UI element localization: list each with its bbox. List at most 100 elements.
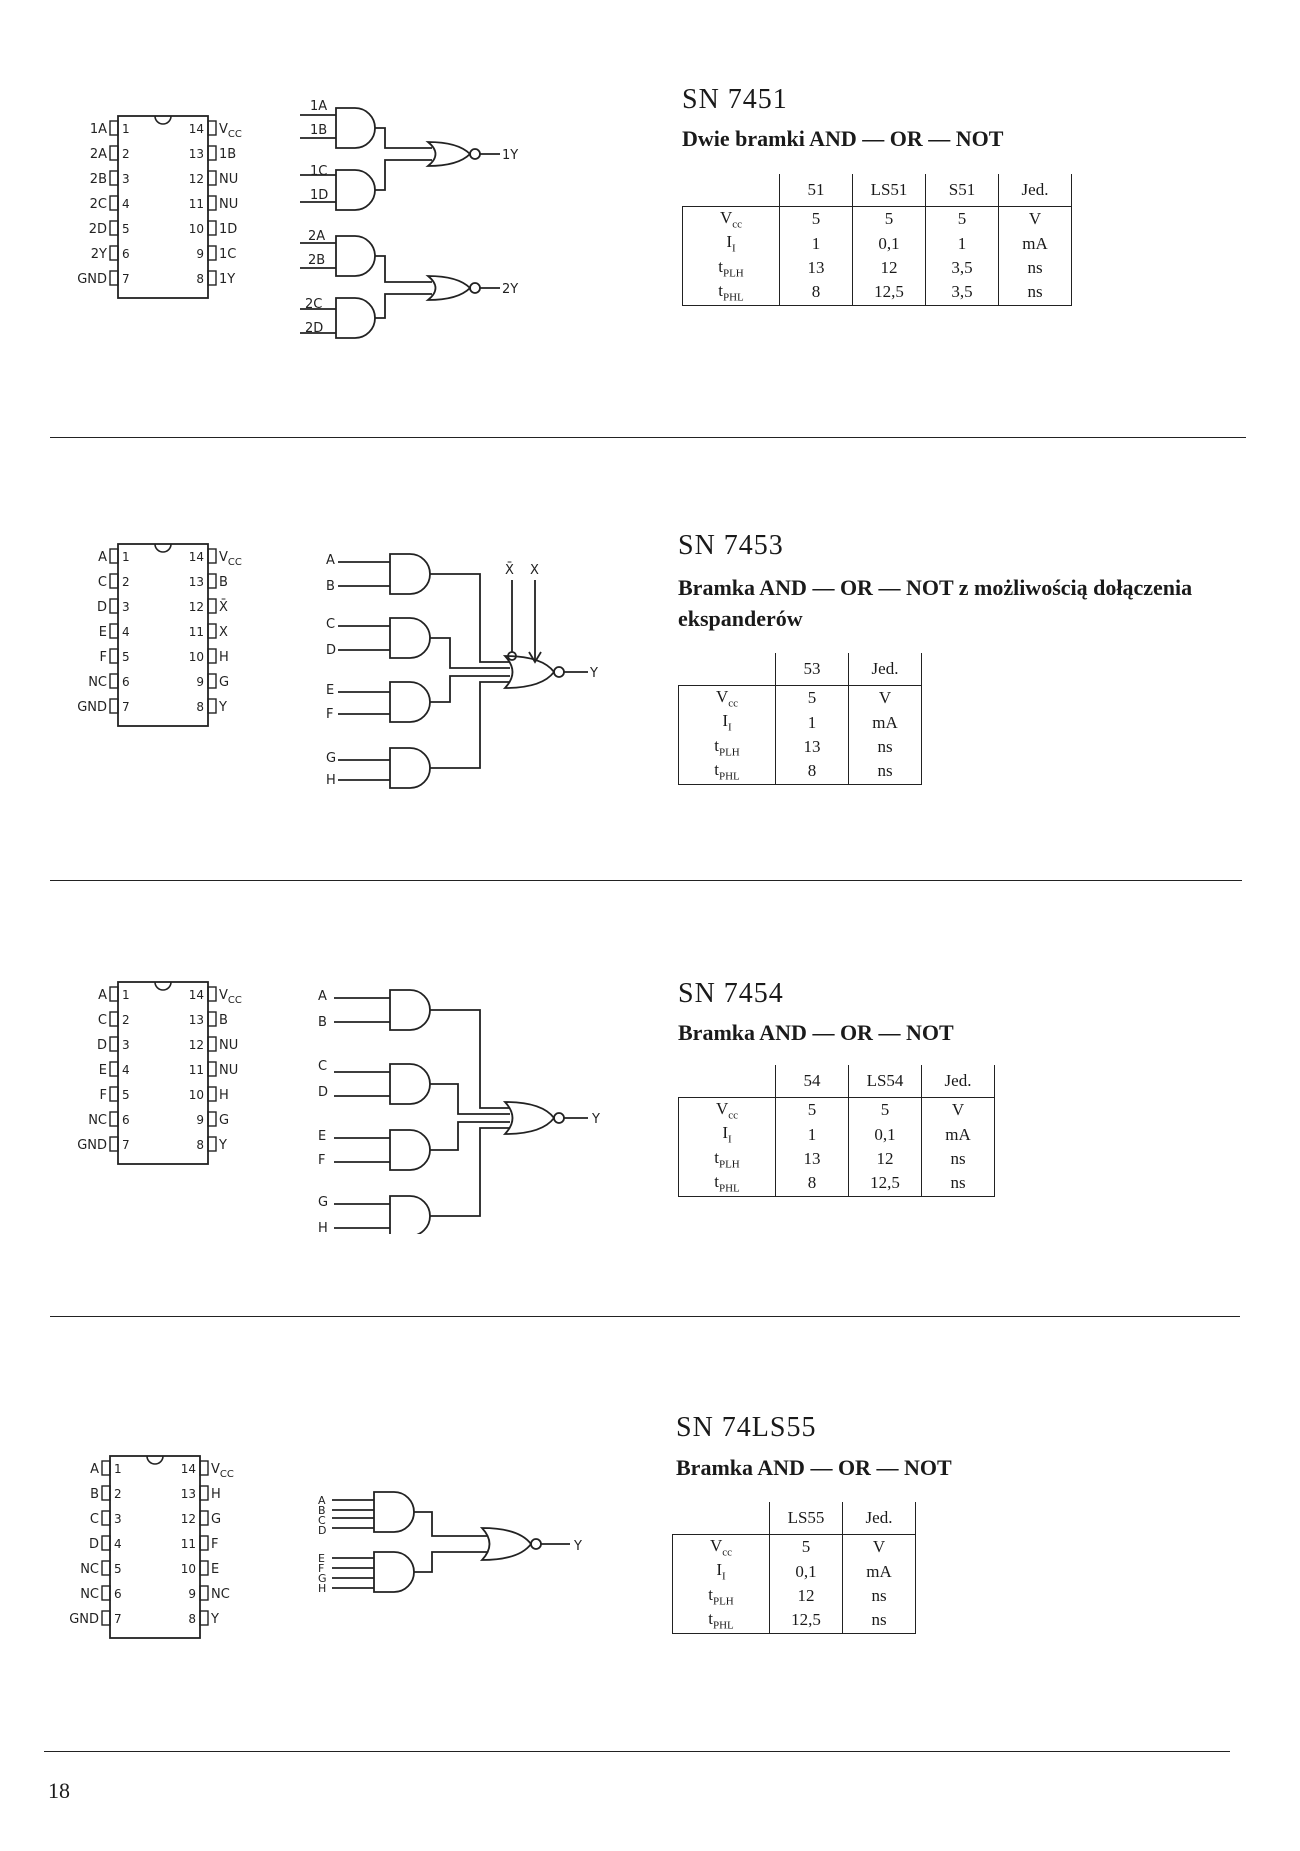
logic-diagram: 1A 1B 1C 1D 2A 2B 2C 2D 1Y 2Y xyxy=(300,99,518,339)
pin-label-left: E xyxy=(99,1063,107,1078)
pin-label-left: A xyxy=(90,1462,99,1477)
pin-label-left: GND xyxy=(77,1138,107,1153)
pin-label-right: G xyxy=(211,1512,221,1527)
pin-label-right: E xyxy=(211,1562,219,1577)
pin-left xyxy=(101,1560,111,1576)
pin-number: 1 xyxy=(114,1462,122,1476)
input-label: C xyxy=(318,1514,326,1527)
pin-label-right: G xyxy=(219,675,229,690)
pin-right xyxy=(207,1011,217,1027)
pin-number: 10 xyxy=(189,1088,204,1102)
input-label: H xyxy=(326,773,336,788)
chip-name: SN 7453 xyxy=(678,530,784,561)
pin1-notch-icon xyxy=(154,115,172,125)
parameter-name: tPHL xyxy=(682,280,780,306)
pin-number: 8 xyxy=(196,1138,204,1152)
pin-right xyxy=(199,1485,209,1501)
pin1-notch-icon xyxy=(154,981,172,991)
parameter-value: 5 xyxy=(925,206,999,232)
parameter-value: 12 xyxy=(769,1583,843,1609)
pin-left xyxy=(109,573,119,589)
pin-number: 4 xyxy=(122,625,130,639)
input-label: F xyxy=(318,1153,325,1168)
pin-label-right: 1B xyxy=(219,147,236,162)
pin-label-left: E xyxy=(99,625,107,640)
chip-description: Bramka AND — OR — NOT z możliwością dołą… xyxy=(678,575,1193,631)
pin-number: 1 xyxy=(122,988,130,1002)
input-label: D xyxy=(326,643,336,658)
output-label: 2Y xyxy=(502,282,518,297)
pin-label-left: D xyxy=(97,1038,107,1053)
pin-left xyxy=(101,1485,111,1501)
input-label: D xyxy=(318,1085,328,1100)
pin-label-right: Y xyxy=(218,1138,227,1153)
parameter-value: 0,1 xyxy=(769,1559,843,1584)
parameter-value: 0,1 xyxy=(852,231,926,256)
pin-number: 4 xyxy=(122,1063,130,1077)
output-label: 1Y xyxy=(502,148,518,163)
output-label: Y xyxy=(591,1112,600,1127)
parameter-name: II xyxy=(672,1559,770,1584)
chip-name: SN 7454 xyxy=(678,978,784,1009)
pin-label-left: D xyxy=(97,600,107,615)
pin-label-left: 1A xyxy=(90,122,107,137)
pin-label-right: VCC xyxy=(211,1462,234,1480)
pin-number: 6 xyxy=(114,1587,122,1601)
pin-right xyxy=(207,1111,217,1127)
parameter-value: V xyxy=(842,1534,916,1560)
pin-label-left: NC xyxy=(88,675,107,690)
pin-number: 3 xyxy=(122,1038,130,1052)
pin-label-right: 1Y xyxy=(219,272,235,287)
column-header: Jed. xyxy=(848,653,922,686)
parameter-name: II xyxy=(678,1122,776,1147)
input-label: F xyxy=(318,1562,324,1575)
pin-label-right: NU xyxy=(219,172,238,187)
pin-right xyxy=(207,573,217,589)
input-label: E xyxy=(318,1552,325,1565)
parameter-value: V xyxy=(921,1097,995,1123)
pin-number: 3 xyxy=(122,600,130,614)
input-label: B xyxy=(318,1504,326,1517)
pin-right xyxy=(207,648,217,664)
pin-number: 7 xyxy=(122,1138,130,1152)
pin-number: 11 xyxy=(189,1063,204,1077)
chip-description: Bramka AND — OR — NOT xyxy=(676,1455,952,1480)
parameter-value: mA xyxy=(998,231,1072,256)
pin-label-left: C xyxy=(90,1512,99,1527)
section-divider xyxy=(50,880,1242,881)
parameter-name: tPLH xyxy=(672,1583,770,1609)
pin-number: 10 xyxy=(189,650,204,664)
parameter-name: Vcc xyxy=(682,206,780,232)
pin-number: 4 xyxy=(114,1537,122,1551)
pin-number: 13 xyxy=(189,575,204,589)
pin-number: 3 xyxy=(114,1512,122,1526)
pin1-notch-icon xyxy=(146,1455,164,1465)
pin-number: 9 xyxy=(196,675,204,689)
pin-left xyxy=(109,623,119,639)
input-label: F xyxy=(326,707,333,722)
column-header: 54 xyxy=(775,1065,849,1098)
parameter-value: 8 xyxy=(775,759,849,785)
parameter-value: 8 xyxy=(779,280,853,306)
input-label: C xyxy=(326,617,335,632)
parameter-value: 1 xyxy=(925,231,999,256)
pin-left xyxy=(109,270,119,286)
pin-number: 3 xyxy=(122,172,130,186)
parameter-value: ns xyxy=(842,1608,916,1634)
chip-description: Bramka AND — OR — NOT xyxy=(678,1020,954,1045)
parameter-value: V xyxy=(848,685,922,711)
pin-number: 7 xyxy=(122,700,130,714)
pin-left xyxy=(109,986,119,1002)
column-header: Jed. xyxy=(998,174,1072,207)
pin-number: 14 xyxy=(189,550,204,564)
parameter-value: 13 xyxy=(779,255,853,281)
pin-label-left: NC xyxy=(80,1562,99,1577)
